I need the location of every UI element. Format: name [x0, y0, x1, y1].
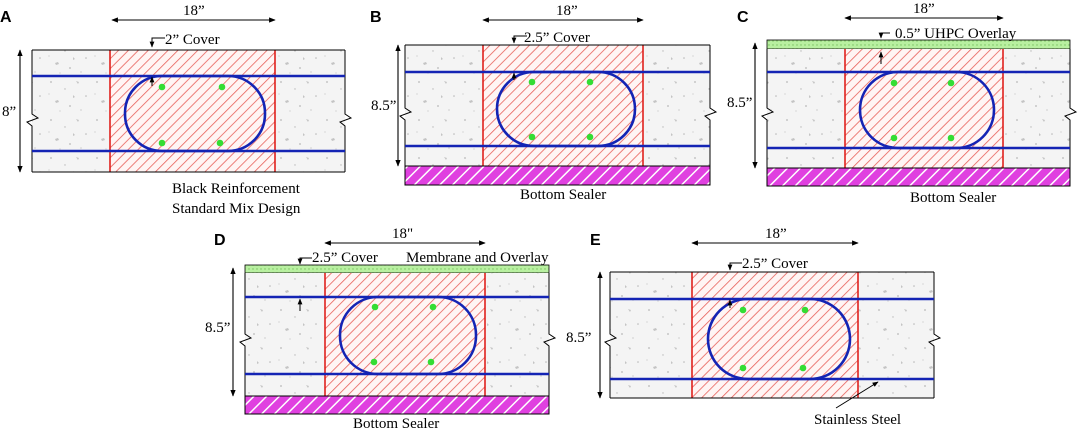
note-stainless-steel: Stainless Steel	[814, 412, 901, 428]
note-black-reinforcement: Black Reinforcement	[172, 181, 301, 197]
width-label-b: 18”	[556, 3, 578, 19]
repair-zone-b	[483, 45, 643, 166]
bottom-sealer-b	[404, 165, 711, 186]
bar-dot-c	[890, 79, 898, 87]
width-label-c: 18”	[913, 1, 935, 17]
bar-dot-e	[739, 306, 747, 314]
bar-dot-d	[427, 358, 435, 366]
bar-dot-b	[528, 133, 536, 141]
bar-dot-b	[586, 133, 594, 141]
bar-dot-a	[158, 83, 166, 91]
repair-zone-c	[845, 49, 1003, 168]
panel-label-c: C	[737, 9, 749, 26]
stirrup-c	[858, 70, 996, 150]
panel-label-d: D	[214, 232, 226, 249]
width-label-e: 18”	[765, 226, 787, 242]
bar-dot-c	[947, 79, 955, 87]
stirrup-a	[123, 74, 267, 153]
panel-label-a: A	[0, 9, 12, 26]
bottom-sealer-c	[766, 167, 1071, 187]
note-bottom-sealer-b: Bottom Sealer	[520, 187, 606, 203]
bar-dot-a	[158, 139, 166, 147]
depth-label-d: 8.5”	[205, 320, 230, 336]
bar-dot-a	[216, 139, 224, 147]
bottom-sealer-d	[244, 395, 550, 415]
panel-a: A 18” 8” 2” Cover Black Reinforcement St…	[0, 3, 353, 217]
cover-note-a: 2” Cover	[165, 32, 220, 48]
depth-label-e: 8.5”	[566, 330, 591, 346]
bar-dot-a	[218, 83, 226, 91]
bar-dot-e	[739, 364, 747, 372]
overlay-note-c: 0.5” UHPC Overlay	[895, 26, 1017, 42]
stirrup-d	[338, 295, 478, 376]
stainless-leader-e	[835, 381, 879, 409]
bar-dot-c	[947, 134, 955, 142]
bar-dot-d	[371, 303, 379, 311]
bar-dot-b	[528, 78, 536, 86]
bar-dot-c	[890, 134, 898, 142]
panel-label-e: E	[590, 232, 601, 249]
repair-zone-a	[110, 50, 275, 172]
cover-note-e: 2.5” Cover	[742, 256, 808, 272]
break-line-right-a	[338, 50, 353, 172]
repair-zone-d	[325, 273, 485, 396]
cover-note-d: 2.5” Cover	[312, 250, 378, 266]
depth-label-c: 8.5”	[727, 95, 752, 111]
panel-d: D 18" 8.5” 2.5” Cover Membrane and Overl…	[205, 226, 557, 430]
width-label-d: 18"	[392, 226, 413, 242]
stirrup-b	[495, 70, 637, 148]
stirrup-e	[706, 297, 852, 381]
bar-dot-b	[586, 78, 594, 86]
bar-dot-e	[801, 306, 809, 314]
panel-b: B 18” 8.5” 2.5” Cover Bottom Sealer	[370, 3, 718, 203]
panel-label-b: B	[370, 9, 382, 26]
membrane-overlay-d	[244, 264, 550, 274]
note-bottom-sealer-c: Bottom Sealer	[910, 190, 996, 206]
repair-zone-e	[692, 272, 858, 398]
bar-dot-e	[799, 364, 807, 372]
break-line-left-a	[25, 50, 40, 172]
bar-dot-d	[429, 303, 437, 311]
cover-note-b: 2.5” Cover	[524, 30, 590, 46]
depth-label-b: 8.5”	[371, 98, 396, 114]
width-label-a: 18”	[183, 3, 205, 19]
panel-e: E 18” 8.5” 2.5” Cover Stainless Steel	[566, 226, 942, 428]
depth-label-a: 8”	[2, 104, 16, 120]
note-membrane-overlay: Membrane and Overlay	[406, 250, 549, 266]
note-bottom-sealer-d: Bottom Sealer	[353, 416, 439, 430]
panel-c: C 18” 8.5” 0.5” UHPC Overlay Bottom Seal…	[727, 1, 1078, 206]
note-standard-mix: Standard Mix Design	[172, 201, 301, 217]
bar-dot-d	[370, 358, 378, 366]
